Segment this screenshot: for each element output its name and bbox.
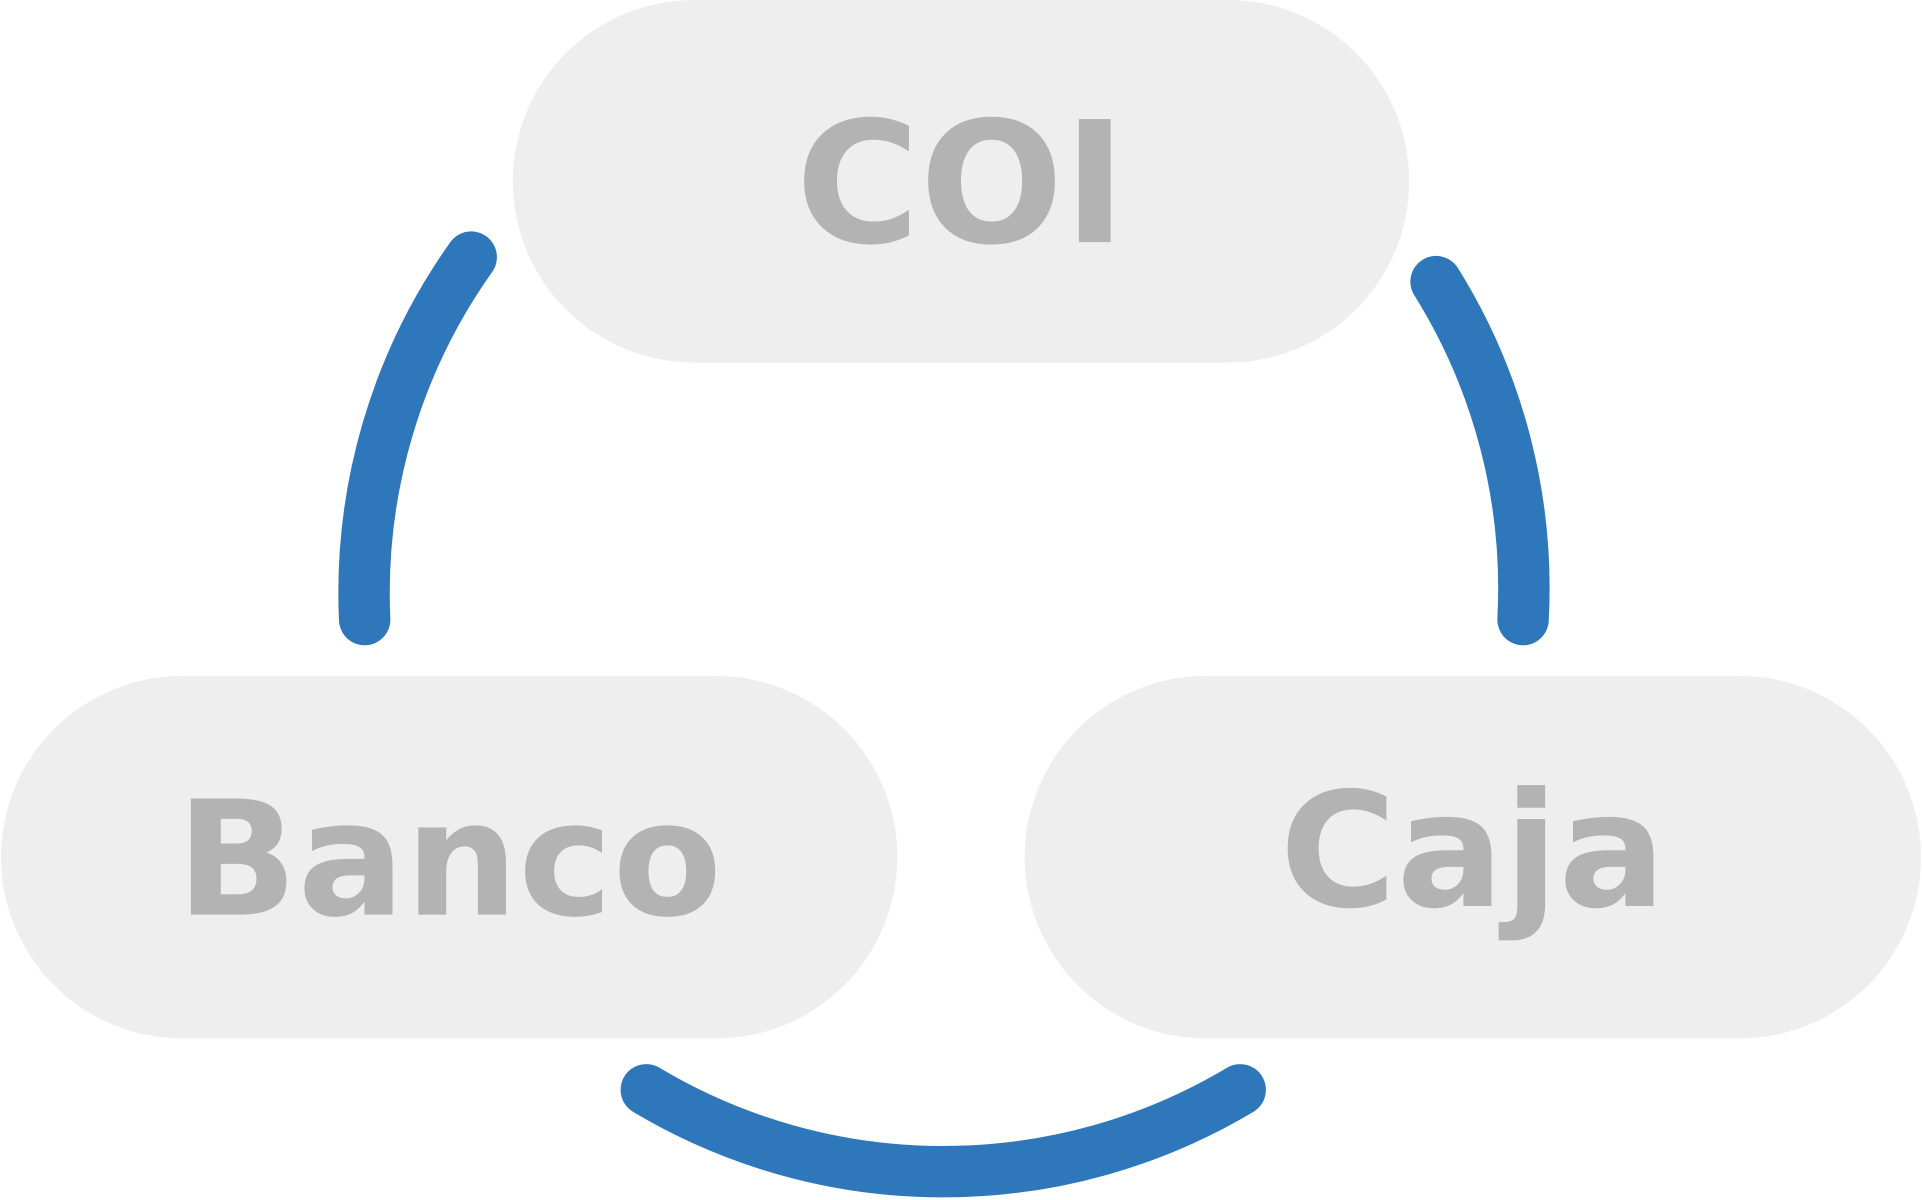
- node-coi-pill: [512, 0, 1410, 363]
- node-caja-label: Caja: [1280, 758, 1666, 944]
- node-banco-pill: [1, 675, 898, 1039]
- node-banco: Banco: [1, 675, 898, 1039]
- arc-coi-to-caja: [1410, 255, 1550, 646]
- node-caja: Caja: [1024, 675, 1921, 1039]
- node-coi-label: COI: [796, 85, 1127, 282]
- arc-banco-to-coi: [338, 231, 497, 646]
- node-coi: COI: [512, 0, 1410, 363]
- node-banco-label: Banco: [176, 767, 722, 953]
- arc-caja-to-banco: [620, 1064, 1266, 1198]
- node-caja-pill: [1024, 675, 1921, 1039]
